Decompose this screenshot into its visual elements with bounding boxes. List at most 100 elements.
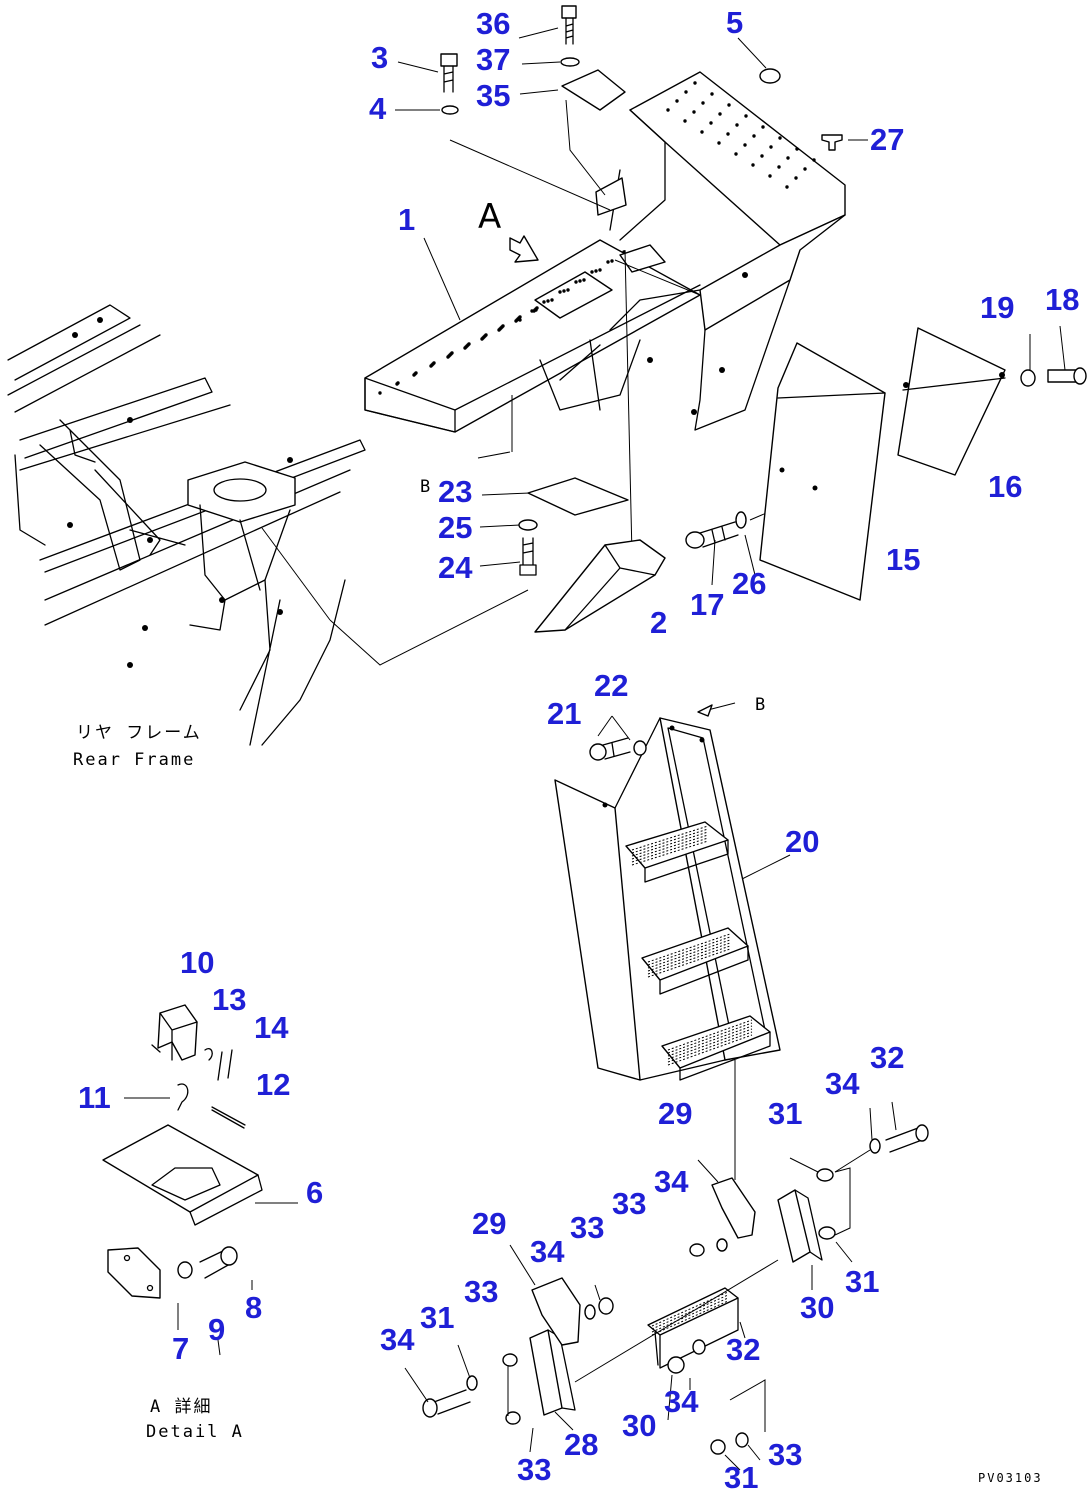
callout-label: 34	[664, 1384, 699, 1419]
hole-mark	[777, 165, 781, 169]
washer-37	[560, 57, 580, 67]
cover-16	[897, 327, 1006, 476]
callout-label: 31	[724, 1460, 758, 1495]
hole-mark	[395, 382, 399, 386]
hole-mark	[566, 288, 570, 292]
hole-mark	[743, 143, 747, 147]
callout-label: 29	[472, 1206, 506, 1241]
callout-label: 27	[870, 122, 904, 157]
tread-line	[647, 936, 731, 966]
hole-mark	[751, 163, 755, 167]
callout-label: 33	[570, 1210, 604, 1245]
callout-label: 18	[1045, 282, 1079, 317]
lower-step-bracket	[404, 1060, 929, 1471]
bolt-18	[1047, 367, 1087, 385]
plate-23	[527, 477, 629, 516]
callout-label: 23	[438, 474, 472, 509]
hole-mark	[590, 270, 594, 274]
tread-line	[631, 837, 709, 863]
tread-line	[651, 1294, 729, 1330]
plug-5	[759, 68, 781, 84]
callout-labels: 36 37 35 3 4 5 27 1 A 19 18 16 15 23 25 …	[78, 5, 1079, 1495]
hole-mark	[562, 289, 566, 293]
washer-22	[633, 740, 647, 756]
callout-label: 30	[800, 1290, 834, 1325]
callout-label: 26	[732, 566, 766, 601]
bolt-3	[440, 53, 458, 93]
hole-mark	[546, 299, 550, 303]
hole-mark	[463, 346, 467, 350]
hole-mark	[497, 328, 501, 332]
hole-mark	[582, 278, 586, 282]
tread-line	[631, 828, 709, 854]
callout-label: 9	[208, 1312, 225, 1347]
callout-label: 1	[398, 202, 415, 237]
callout-label: 34	[825, 1066, 860, 1101]
hole-mark	[412, 373, 416, 377]
callout-label: 12	[256, 1067, 290, 1102]
callout-label: 20	[785, 824, 819, 859]
bolt-24	[519, 537, 537, 576]
hole-mark	[786, 156, 790, 160]
hole-mark	[701, 101, 705, 105]
tread-line	[667, 1022, 753, 1054]
hole-mark	[734, 152, 738, 156]
hole-mark	[534, 308, 538, 312]
callout-label: 3	[371, 40, 388, 75]
hole-mark	[594, 269, 598, 273]
tread-line	[647, 948, 731, 978]
callout-label: 21	[547, 696, 581, 731]
hole-mark	[574, 280, 578, 284]
ladder-assembly	[554, 717, 781, 1081]
hole-mark	[727, 103, 731, 107]
tread-line	[647, 933, 731, 963]
callout-label: 33	[517, 1452, 551, 1487]
tread-line	[631, 825, 709, 851]
hole-mark	[744, 114, 748, 118]
hole-mark	[700, 130, 704, 134]
callout-label: 13	[212, 982, 246, 1017]
callout-label: 32	[870, 1040, 904, 1075]
hole-mark	[610, 259, 614, 263]
callout-label: 15	[886, 542, 920, 577]
hole-mark	[598, 268, 602, 272]
hole-mark	[684, 90, 688, 94]
hole-mark	[794, 176, 798, 180]
washer-19	[1020, 369, 1036, 387]
tread-line	[631, 831, 709, 857]
hole-mark	[752, 134, 756, 138]
ladder-treads	[631, 825, 753, 1066]
callout-label: 34	[380, 1322, 415, 1357]
callout-label: 31	[420, 1300, 454, 1335]
bolt-17	[685, 521, 739, 549]
hole-mark	[558, 290, 562, 294]
hole-mark	[446, 355, 450, 359]
leader-lines	[261, 27, 1066, 881]
hole-mark	[666, 108, 670, 112]
hole-mark	[683, 119, 687, 123]
bolt-32-left	[422, 1389, 471, 1418]
callout-label: 22	[594, 668, 628, 703]
callout-label: 32	[726, 1332, 760, 1367]
tread-line	[651, 1297, 729, 1333]
bolt-21	[589, 737, 631, 761]
hole-mark	[514, 319, 518, 323]
hole-mark	[785, 185, 789, 189]
tread-line	[667, 1034, 753, 1066]
hole-mark	[693, 81, 697, 85]
tread-line	[647, 942, 731, 972]
drawing-code: PV03103	[978, 1471, 1043, 1485]
hole-mark	[378, 391, 382, 395]
tread-line	[651, 1300, 729, 1336]
hole-mark	[778, 136, 782, 140]
callout-label: 34	[530, 1234, 565, 1269]
tread-line	[667, 1019, 753, 1051]
platform-holes	[378, 81, 816, 395]
hole-mark	[795, 147, 799, 151]
bracket-2	[534, 539, 666, 633]
callout-label: 35	[476, 78, 510, 113]
arrow-a	[509, 235, 539, 263]
callout-label: 11	[78, 1080, 111, 1115]
callout-label: 31	[768, 1096, 802, 1131]
